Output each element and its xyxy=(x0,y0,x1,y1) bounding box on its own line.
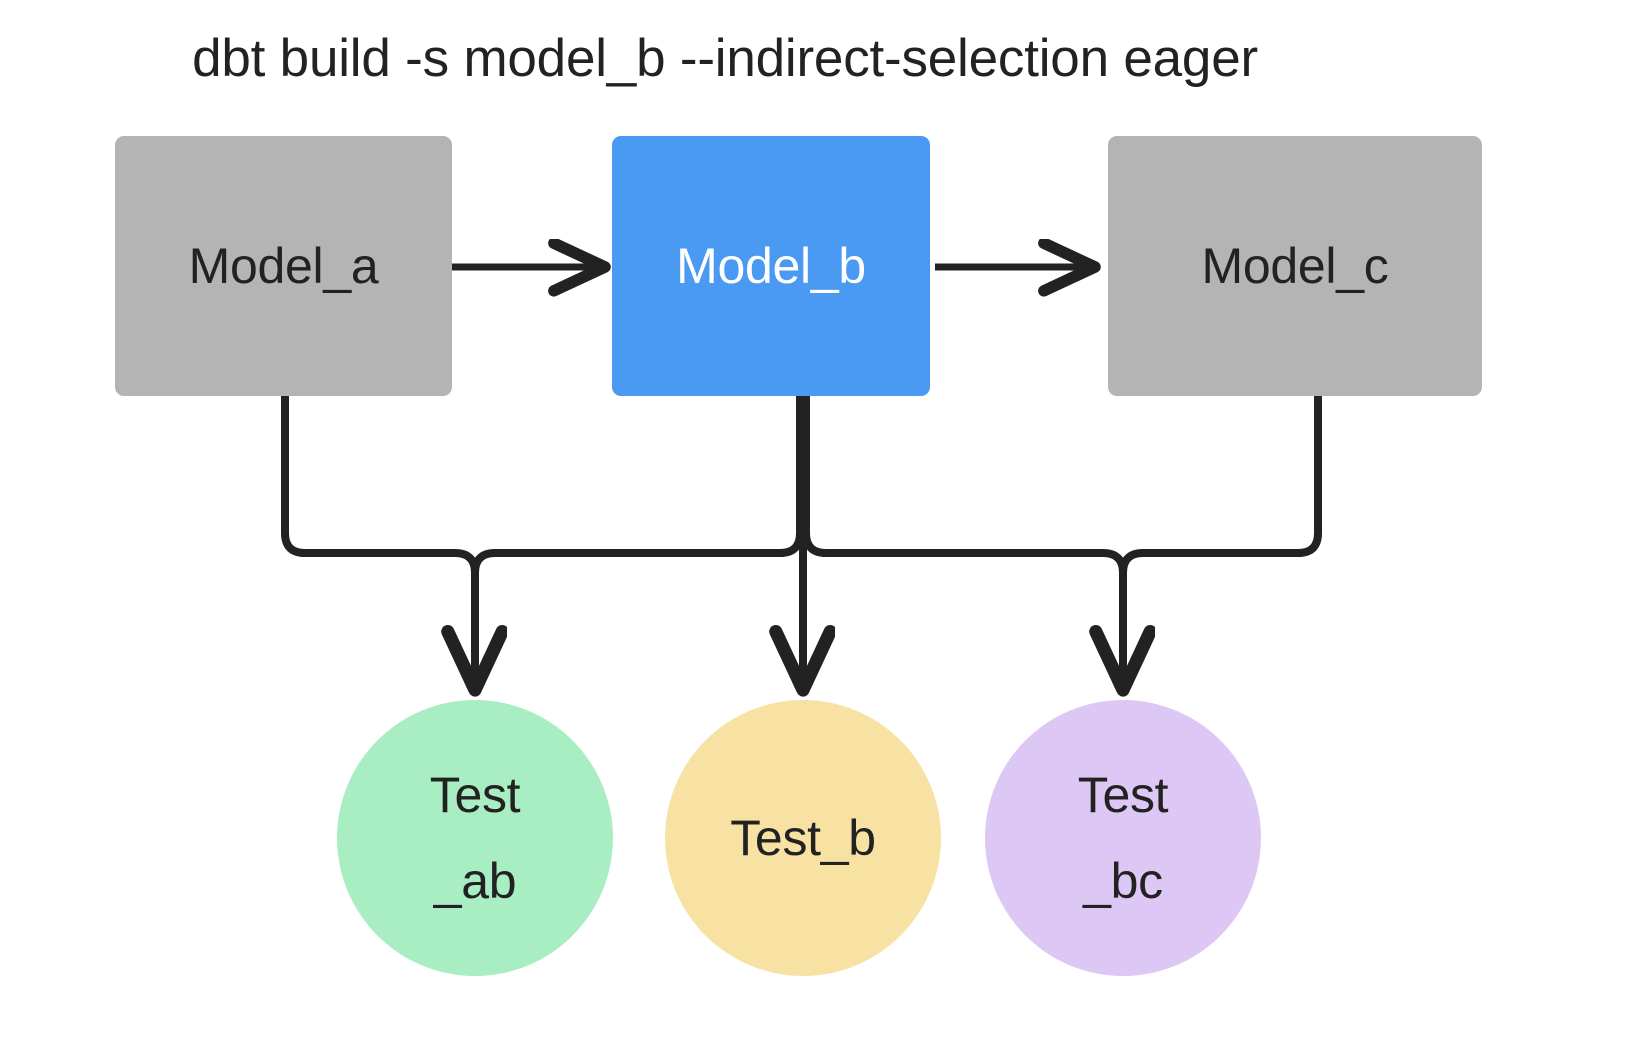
node-test-b[interactable]: Test_b xyxy=(665,700,941,976)
node-test-ab-label-line2: _ab xyxy=(433,853,517,909)
node-model-c[interactable]: Model_c xyxy=(1108,136,1482,396)
edge-model-a-to-test-ab xyxy=(281,396,475,690)
node-test-bc[interactable]: Test _bc xyxy=(985,700,1261,976)
node-test-bc-label-line2: _bc xyxy=(1083,853,1163,909)
node-model-c-label: Model_c xyxy=(1201,238,1389,294)
node-test-ab-label-line1: Test xyxy=(429,767,521,823)
node-test-b-label-line1: Test_b xyxy=(730,810,876,866)
edge-model-b-to-test-ab xyxy=(471,396,804,690)
node-test-bc-label-line1: Test xyxy=(1077,767,1169,823)
node-model-a-label: Model_a xyxy=(188,238,379,294)
node-test-ab[interactable]: Test _ab xyxy=(337,700,613,976)
node-model-b[interactable]: Model_b xyxy=(612,136,930,396)
edge-model-c-to-test-bc xyxy=(1119,396,1322,690)
edge-model-b-to-test-bc xyxy=(802,396,1123,690)
diagram-title: dbt build -s model_b --indirect-selectio… xyxy=(192,29,1258,88)
node-model-a[interactable]: Model_a xyxy=(115,136,452,396)
node-model-b-label: Model_b xyxy=(676,238,866,294)
